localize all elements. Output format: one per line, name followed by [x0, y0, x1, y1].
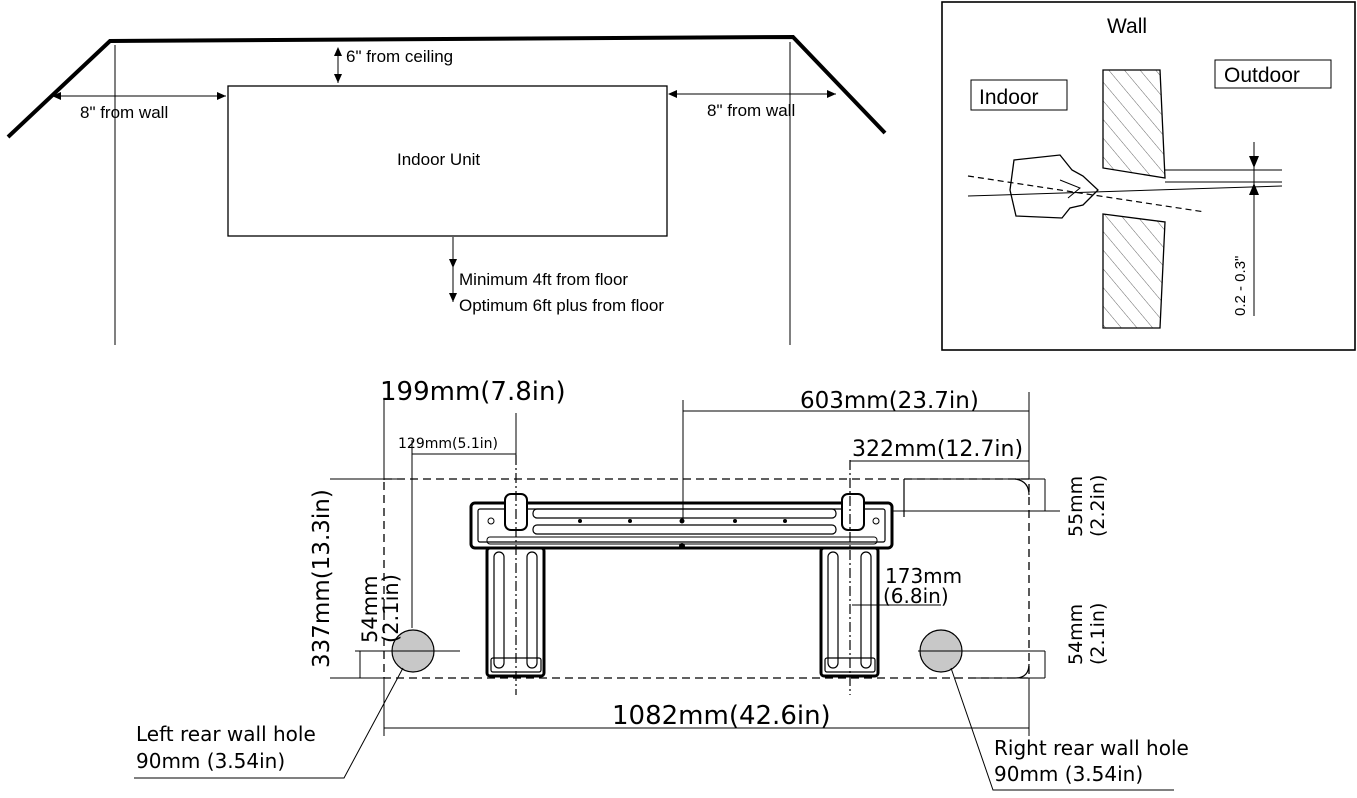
dim-173-label-a: 173mm — [885, 564, 962, 588]
outdoor-label-box — [1214, 59, 1332, 89]
dim-1082-label: 1082mm(42.6in) — [612, 701, 831, 731]
plate-end-slot-right — [841, 493, 865, 531]
mounting-plate — [469, 493, 894, 678]
dim-337-label: 337mm(13.3in) — [309, 489, 335, 668]
slope-label: 0.2 - 0.3" — [1232, 256, 1249, 316]
slope-arrow-up — [1249, 156, 1259, 168]
plate-right-leg-slot-1 — [827, 551, 839, 669]
plate-hole — [487, 517, 495, 525]
floor-optimum-label: Optimum 6ft plus from floor — [459, 296, 664, 315]
dim-199-label: 199mm(7.8in) — [380, 377, 566, 407]
dim-173-label-b: (6.8in) — [883, 584, 949, 608]
dim-55-label-a: 55mm — [1065, 476, 1087, 537]
ceiling-wall-outline — [6, 34, 887, 139]
clearance-diagram: Indoor Unit 6" from ceiling 8" from wall… — [6, 34, 887, 345]
plate-hole — [578, 519, 582, 523]
left-hole-label-b: 90mm (3.54in) — [136, 749, 285, 773]
outdoor-label: Outdoor — [1224, 64, 1300, 87]
indoor-label-box — [970, 79, 1068, 111]
left-hole-leader — [134, 667, 404, 779]
indoor-label: Indoor — [979, 86, 1039, 109]
dim-55-label-b: (2.2in) — [1087, 475, 1109, 537]
plate-slot-bottom — [532, 524, 837, 535]
left-hole-label-a: Left rear wall hole — [136, 722, 316, 746]
lower-wall-block — [1102, 213, 1166, 329]
dim-129-label: 129mm(5.1in) — [398, 436, 498, 452]
drill-tip — [1059, 179, 1081, 199]
mounting-plate-diagram: 199mm(7.8in) 603mm(23.7in) 129mm(5.1in) … — [134, 377, 1189, 791]
indoor-unit-label: Indoor Unit — [397, 150, 480, 169]
dim-54-right-label-a: 54mm — [1065, 604, 1087, 665]
ceiling-clearance-label: 6" from ceiling — [346, 47, 453, 66]
right-hole-label-a: Right rear wall hole — [994, 736, 1189, 760]
wall-label: Wall — [1107, 15, 1147, 38]
dim-603-label: 603mm(23.7in) — [800, 388, 979, 414]
wall-section-inset: Wall Indoor Outdoor 0.2 - 0.3" — [941, 1, 1356, 351]
right-wall-clearance-label: 8" from wall — [707, 101, 795, 120]
rounded-corner-bottom — [1014, 663, 1030, 679]
plate-hole — [679, 518, 685, 524]
plate-hole — [679, 543, 685, 549]
dim-54-left-label-b: (2.1in) — [379, 574, 403, 643]
plate-left-leg-slot-1 — [493, 551, 505, 669]
plate-hole — [783, 519, 787, 523]
rounded-corner-top — [903, 478, 1030, 517]
right-hole-label-b: 90mm (3.54in) — [994, 762, 1143, 786]
horizontal-axis-line — [967, 185, 1283, 197]
plate-hole — [628, 519, 632, 523]
dim-54-left-label-a: 54mm — [358, 575, 382, 643]
upper-wall-block — [1102, 69, 1166, 179]
drill-bit — [1009, 154, 1099, 219]
indoor-unit-box — [227, 85, 668, 237]
plate-hole — [872, 517, 880, 525]
left-wall-clearance-label: 8" from wall — [80, 103, 168, 122]
unit-outline — [383, 478, 1030, 679]
right-hole-leader — [950, 667, 1174, 791]
dim-322-label: 322mm(12.7in) — [852, 437, 1023, 462]
dim-54-right-label-b: (2.1in) — [1087, 603, 1109, 665]
plate-hole — [733, 519, 737, 523]
floor-minimum-label: Minimum 4ft from floor — [459, 270, 628, 289]
plate-left-leg-slot-2 — [526, 551, 538, 669]
plate-right-leg-slot-2 — [860, 551, 872, 669]
slope-arrow-down — [1249, 183, 1259, 195]
plate-slot-top — [532, 508, 837, 519]
